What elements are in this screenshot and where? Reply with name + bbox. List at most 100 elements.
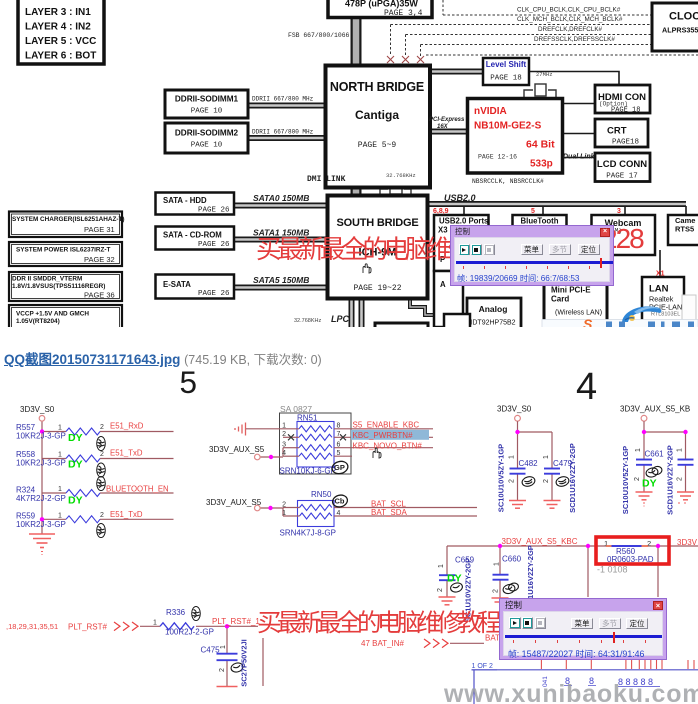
svg-text:BAT_SCL: BAT_SCL <box>371 500 407 509</box>
svg-text:DY: DY <box>447 573 462 585</box>
svg-text:4: 4 <box>282 450 286 457</box>
svg-text:P: P <box>440 255 445 264</box>
svg-text:3D3V: 3D3V <box>677 538 698 547</box>
svg-text:BlueTooth: BlueTooth <box>521 217 559 226</box>
svg-text:47 BAT_IN#: 47 BAT_IN# <box>361 639 405 648</box>
svg-text:KBC_NOVO_BTN#: KBC_NOVO_BTN# <box>353 442 423 451</box>
svg-text:4K7R2J-2-GP: 4K7R2J-2-GP <box>16 494 66 503</box>
svg-text:R336: R336 <box>166 608 186 617</box>
svg-text:RTL8103EL: RTL8103EL <box>651 312 680 318</box>
svg-text:Card: Card <box>551 295 569 304</box>
svg-text:SA 0827: SA 0827 <box>280 404 312 414</box>
svg-text:8: 8 <box>337 423 341 430</box>
svg-text:PAGE 26: PAGE 26 <box>198 290 230 298</box>
svg-text:SYSTEM POWER ISL6237IRZ-T: SYSTEM POWER ISL6237IRZ-T <box>16 247 111 254</box>
svg-text:10KR2J-3-GP: 10KR2J-3-GP <box>16 459 66 468</box>
svg-text:Mini PCI-E: Mini PCI-E <box>551 286 591 295</box>
svg-text:PAGE 18: PAGE 18 <box>611 107 640 115</box>
svg-text:(Option): (Option) <box>599 101 628 108</box>
svg-text:R557: R557 <box>16 423 36 432</box>
svg-text:Cb: Cb <box>335 497 345 506</box>
svg-text:BLUETOOTH_EN: BLUETOOTH_EN <box>106 485 169 494</box>
svg-text:5: 5 <box>531 208 535 215</box>
svg-text:SRN4K7J-8-GP: SRN4K7J-8-GP <box>280 529 336 538</box>
svg-text:1: 1 <box>282 423 286 430</box>
svg-text:PAGE 12-16: PAGE 12-16 <box>478 154 517 161</box>
svg-text:R324: R324 <box>16 486 36 495</box>
svg-text:E51_TxD: E51_TxD <box>110 510 143 519</box>
svg-text:SOUTH BRIDGE: SOUTH BRIDGE <box>337 217 419 229</box>
svg-text:PAGE 26: PAGE 26 <box>198 207 230 215</box>
svg-text:IDT92HP75B2: IDT92HP75B2 <box>470 320 515 327</box>
svg-text:DY: DY <box>68 459 83 471</box>
svg-text:6: 6 <box>337 441 341 448</box>
svg-text:1: 1 <box>58 486 62 493</box>
svg-text:3D3V_S0: 3D3V_S0 <box>20 405 55 414</box>
svg-text:3: 3 <box>617 208 621 215</box>
svg-text:LPC: LPC <box>331 314 350 324</box>
svg-text:PAGE 5~9: PAGE 5~9 <box>358 141 397 150</box>
svg-text:LAYER 3 : IN1: LAYER 3 : IN1 <box>25 7 91 18</box>
svg-text:DDRII 667/800 MHz: DDRII 667/800 MHz <box>252 129 314 136</box>
svg-text:PAGE 10: PAGE 10 <box>191 108 223 116</box>
svg-text:HDMI CON: HDMI CON <box>598 92 646 103</box>
svg-text:1: 1 <box>153 620 157 627</box>
svg-text:DMI LINK: DMI LINK <box>307 175 346 184</box>
svg-text:1: 1 <box>677 448 684 452</box>
svg-text:2: 2 <box>100 451 104 458</box>
svg-text:3D3V_S0: 3D3V_S0 <box>497 405 532 414</box>
svg-text:2: 2 <box>282 431 286 438</box>
svg-text:VCCP +1.5V AND GMCH: VCCP +1.5V AND GMCH <box>16 311 89 318</box>
svg-text:DREFCLK,DREFCLK#: DREFCLK,DREFCLK# <box>538 26 603 33</box>
svg-text:1: 1 <box>282 510 286 517</box>
svg-text:041: 041 <box>542 676 549 687</box>
svg-text:ALPRS355: ALPRS355 <box>662 26 698 35</box>
svg-text:R558: R558 <box>16 450 36 459</box>
svg-text:88888: 88888 <box>618 677 656 687</box>
svg-text:1: 1 <box>58 512 62 519</box>
svg-text:PCIE-LAN: PCIE-LAN <box>649 303 682 312</box>
svg-text:C482: C482 <box>519 459 539 468</box>
svg-text:E51_TxD: E51_TxD <box>110 449 143 458</box>
svg-text:27MHz: 27MHz <box>536 71 553 78</box>
svg-text:BAT_SDA: BAT_SDA <box>371 508 408 517</box>
svg-text:PLT_RST#: PLT_RST# <box>68 623 108 632</box>
svg-text:16X: 16X <box>437 124 449 130</box>
svg-text:3: 3 <box>282 441 286 448</box>
svg-text:PLT_RST#_1: PLT_RST#_1 <box>212 617 260 626</box>
svg-text:R560: R560 <box>616 547 636 556</box>
svg-text:C479: C479 <box>553 459 573 468</box>
svg-text:,18,29,31,35,51: ,18,29,31,35,51 <box>6 622 58 631</box>
svg-text:2: 2 <box>493 589 500 593</box>
svg-text:4: 4 <box>337 510 341 517</box>
svg-text:CLOCK: CLOCK <box>669 11 698 23</box>
svg-text:2: 2 <box>677 477 684 481</box>
svg-text:LAN: LAN <box>649 284 669 295</box>
svg-text:CRT: CRT <box>607 126 627 137</box>
svg-text:SCD1U16V2ZY-2GP: SCD1U16V2ZY-2GP <box>568 443 577 513</box>
svg-text:100R2J-2-GP: 100R2J-2-GP <box>165 628 214 637</box>
svg-text:Cantiga: Cantiga <box>355 108 399 122</box>
svg-text:7: 7 <box>337 431 341 438</box>
svg-text:10KR2J-3-GP: 10KR2J-3-GP <box>16 520 66 529</box>
svg-text:2: 2 <box>647 539 651 548</box>
svg-text:nVIDIA: nVIDIA <box>474 106 507 117</box>
svg-text:2: 2 <box>282 502 286 509</box>
svg-text:SC10U10V5ZY-1GP: SC10U10V5ZY-1GP <box>497 444 506 512</box>
svg-text:6,8,9: 6,8,9 <box>433 208 449 215</box>
svg-text:PAGE 18: PAGE 18 <box>490 75 522 83</box>
svg-text:1: 1 <box>220 645 227 649</box>
svg-text:1: 1 <box>438 564 445 568</box>
svg-text:SC1U10V2ZY-2GP: SC1U10V2ZY-2GP <box>464 558 473 622</box>
svg-text:DDRII 667/800 MHz: DDRII 667/800 MHz <box>252 96 314 103</box>
svg-text:2: 2 <box>100 424 104 431</box>
svg-text:SCD1U16V2ZY-2GP: SCD1U16V2ZY-2GP <box>526 545 535 615</box>
svg-text:SCD1U16V2ZY-2GP: SCD1U16V2ZY-2GP <box>666 445 675 515</box>
svg-text:2: 2 <box>100 512 104 519</box>
svg-text:1 OF 2: 1 OF 2 <box>472 663 494 670</box>
svg-text:KBC_PWRBTN#: KBC_PWRBTN# <box>353 431 414 440</box>
svg-text:E51_RxD: E51_RxD <box>110 422 144 431</box>
svg-text:DREFSSCLK,DREFSSCLK#: DREFSSCLK,DREFSSCLK# <box>534 36 615 43</box>
svg-text:PAGE 31: PAGE 31 <box>84 225 115 234</box>
svg-text:2: 2 <box>634 477 641 481</box>
